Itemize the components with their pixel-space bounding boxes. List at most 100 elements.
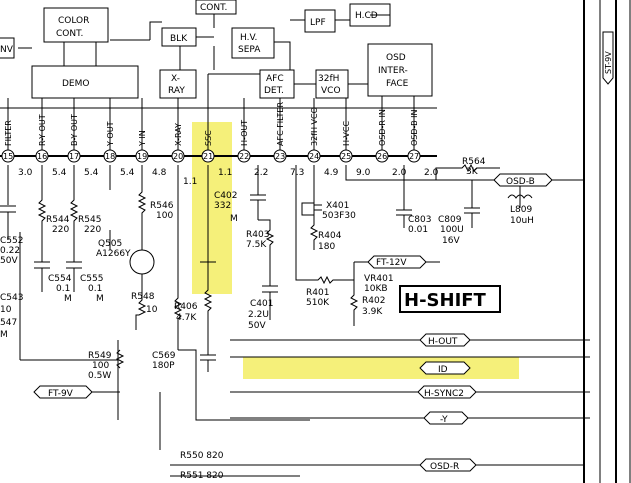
pin-number: 18	[105, 152, 115, 161]
pin-circle	[375, 149, 389, 163]
block-color-cont: COLOR CONT.	[43, 7, 109, 43]
r545-value: 220	[84, 225, 101, 235]
pin-number: 22	[239, 152, 249, 161]
pin-label: AFC FILTER	[276, 102, 285, 146]
pin-circle	[171, 149, 185, 163]
svg-text:CONT.: CONT.	[56, 29, 83, 39]
r401-value: 510K	[306, 298, 330, 308]
signal-ft-12v: FT-12V	[367, 255, 427, 269]
r402-label: R402	[362, 296, 385, 306]
c554-value: 0.1	[56, 284, 70, 294]
block-osd-interface: OSD INTER- FACE	[367, 43, 433, 97]
pin-circle	[339, 149, 353, 163]
pin-voltage: 5.4	[52, 168, 67, 178]
pin-circle	[407, 149, 421, 163]
highlight-id	[243, 357, 519, 379]
c547-value: M	[0, 330, 8, 340]
block-hv-sepa: H.V. SEPA	[231, 27, 275, 59]
r550-label: R550 820	[180, 451, 224, 461]
svg-text:ST-9V: ST-9V	[604, 51, 613, 74]
vr401-label: VR401	[364, 274, 394, 284]
svg-text:FT-12V: FT-12V	[376, 258, 407, 268]
r549-label: R549	[88, 351, 112, 361]
r402-value: 3.9K	[362, 307, 383, 317]
c547-label: 547	[0, 318, 17, 328]
x401-part: 503F30	[322, 211, 356, 221]
svg-text:BLK: BLK	[170, 34, 188, 44]
pin-label: Y OUT	[106, 121, 115, 147]
r544-value: 220	[52, 225, 69, 235]
signal-ft-9v: FT-9V	[33, 385, 93, 399]
svg-text:H-SYNC2: H-SYNC2	[424, 389, 464, 399]
c554-label: C554	[48, 274, 72, 284]
pin-17: 17 B-Y OUT 5.4	[67, 114, 99, 178]
r564-label: R564	[462, 157, 486, 167]
r401-label: R401	[306, 288, 329, 298]
block-blk: BLK	[161, 27, 197, 47]
r546-label: R546	[150, 201, 174, 211]
pin-number: 24	[309, 152, 319, 161]
q505-part: A1266Y	[96, 249, 131, 259]
svg-text:NV: NV	[0, 45, 14, 55]
pin-number: 21	[203, 152, 213, 161]
c543-value: 10	[0, 305, 12, 315]
c555-unit: M	[96, 294, 104, 304]
pin-number: 26	[377, 152, 387, 161]
c543-label: C543	[0, 293, 23, 303]
svg-text:AFC: AFC	[266, 74, 284, 84]
r404-value: 180	[318, 242, 335, 252]
pin-circle	[1, 149, 15, 163]
signal-minus-y: -Y	[423, 411, 469, 425]
r549-rating: 0.5W	[88, 371, 111, 381]
r545-label: R545	[78, 215, 101, 225]
r406-value: 4.7K	[176, 313, 197, 323]
pin-label: OSD-R IN	[378, 109, 387, 146]
highlight-ssc	[192, 122, 232, 294]
pin-voltage: 9.0	[356, 168, 371, 178]
pin-number: 17	[69, 152, 79, 161]
pin-number: 23	[275, 152, 285, 161]
pin-voltage: 2.0	[392, 168, 407, 178]
pin-circle	[307, 149, 321, 163]
block-xray: X- RAY	[159, 69, 197, 99]
pin-label: H-OUT	[240, 120, 249, 146]
svg-text:VCO: VCO	[321, 86, 341, 96]
pin-label: SSC	[204, 130, 213, 146]
c552-label: C552	[0, 236, 23, 246]
l809-value: 10uH	[510, 216, 534, 226]
block-lpf: LPF	[304, 9, 336, 33]
svg-text:-Y: -Y	[440, 415, 448, 425]
svg-text:OSD-R: OSD-R	[430, 462, 459, 472]
svg-text:LPF: LPF	[310, 18, 326, 28]
pin-voltage: 7.3	[290, 168, 304, 178]
svg-text:DET.: DET.	[264, 86, 284, 96]
pin-label: B-Y OUT	[70, 114, 79, 146]
svg-text:OSD: OSD	[386, 53, 406, 63]
pin-number: 15	[3, 152, 13, 161]
c401-label: C401	[250, 299, 273, 309]
c402-unit: M	[230, 214, 238, 224]
pin-label: FILTER	[4, 120, 13, 146]
title-box-h-shift: H-SHIFT	[399, 285, 501, 313]
c401-value: 2.2U	[248, 310, 269, 320]
pin-number: 19	[137, 152, 147, 161]
pin-voltage: 5.4	[84, 168, 99, 178]
block-nv: NV	[0, 37, 15, 59]
c401-rating: 50V	[248, 321, 266, 331]
signal-h-sync2: H-SYNC2	[417, 385, 477, 399]
pin-circle	[237, 149, 251, 163]
c809-value: 100U	[440, 225, 464, 235]
c555-label: C555	[80, 274, 103, 284]
svg-text:X-: X-	[171, 74, 180, 84]
c803-label: C803	[408, 215, 431, 225]
pin-voltage: 2.0	[424, 168, 439, 178]
c569-label: C569	[152, 351, 176, 361]
pin-circle	[67, 149, 81, 163]
svg-text:H-OUT: H-OUT	[428, 337, 458, 347]
pin-19: 19Y IN4.8	[135, 130, 167, 178]
